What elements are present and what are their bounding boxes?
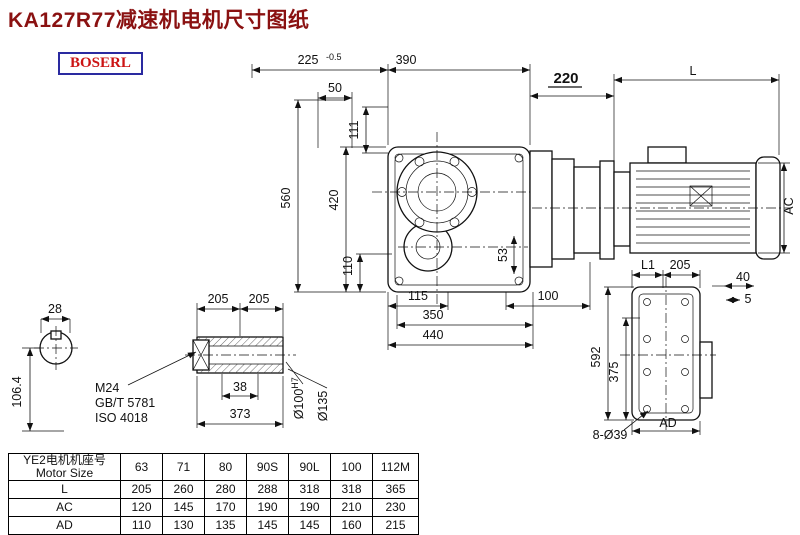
col-header: 71 bbox=[162, 452, 205, 482]
table-header-row: YE2电机机座号 Motor Size 63 71 80 90S 90L 100… bbox=[8, 452, 419, 482]
cell: 170 bbox=[204, 498, 247, 518]
dim-111-label: 111 bbox=[347, 120, 361, 139]
thread-spec-m24: M24 bbox=[95, 381, 119, 395]
dim-205b-label: 205 bbox=[249, 292, 270, 306]
cell: 130 bbox=[162, 516, 205, 535]
col-header: 100 bbox=[330, 452, 373, 482]
cell: 318 bbox=[330, 480, 373, 500]
motor-side-view bbox=[529, 146, 792, 268]
hollow-shaft-detail bbox=[185, 336, 296, 374]
dim-420-label: 420 bbox=[327, 190, 341, 211]
table-row: AD 110 130 135 145 145 160 215 bbox=[8, 516, 419, 535]
dim-205c-label: 205 bbox=[670, 258, 691, 272]
col-header: 63 bbox=[120, 452, 163, 482]
col-header: 90S bbox=[246, 452, 289, 482]
cell: 190 bbox=[288, 498, 331, 518]
col-header: 90L bbox=[288, 452, 331, 482]
dim-135-label: Ø135 bbox=[316, 391, 330, 422]
cell: 205 bbox=[120, 480, 163, 500]
dim-106-4-label: 106.4 bbox=[10, 376, 24, 407]
row-label: L bbox=[8, 480, 121, 500]
dim-AC-label: AC bbox=[782, 197, 796, 214]
dim-390-label: 390 bbox=[396, 53, 417, 67]
cell: 135 bbox=[204, 516, 247, 535]
cell: 110 bbox=[120, 516, 163, 535]
dim-5-label: 5 bbox=[745, 292, 752, 306]
dim-50-label: 50 bbox=[328, 81, 342, 95]
cell: 145 bbox=[246, 516, 289, 535]
table-row: L 205 260 280 288 318 318 365 bbox=[8, 480, 419, 500]
dim-350-label: 350 bbox=[423, 308, 444, 322]
cell: 280 bbox=[204, 480, 247, 500]
dim-560-label: 560 bbox=[279, 188, 293, 209]
dimension-lines bbox=[22, 64, 790, 435]
dim-592-label: 592 bbox=[589, 347, 603, 368]
dim-L1-label: L1 bbox=[641, 258, 655, 272]
dim-440-label: 440 bbox=[423, 328, 444, 342]
dim-225-tolerance: -0.5 bbox=[326, 52, 342, 62]
motor-size-table: YE2电机机座号 Motor Size 63 71 80 90S 90L 100… bbox=[8, 452, 419, 535]
dim-205a-label: 205 bbox=[208, 292, 229, 306]
dim-40-label: 40 bbox=[736, 270, 750, 284]
dim-L-label: L bbox=[690, 64, 697, 78]
cell: 260 bbox=[162, 480, 205, 500]
dim-375-label: 375 bbox=[607, 362, 621, 383]
cell: 160 bbox=[330, 516, 373, 535]
dim-8-holes-label: 8-Ø39 bbox=[593, 428, 628, 442]
cell: 145 bbox=[162, 498, 205, 518]
dim-AD-label: AD bbox=[659, 416, 676, 430]
dim-225-label: 225 bbox=[298, 53, 319, 67]
dim-28-label: 28 bbox=[48, 302, 62, 316]
col-header: 80 bbox=[204, 452, 247, 482]
row-label: AD bbox=[8, 516, 121, 535]
cell: 230 bbox=[372, 498, 419, 518]
standard-gbt5781: GB/T 5781 bbox=[95, 396, 155, 410]
dim-38-label: 38 bbox=[233, 380, 247, 394]
cell: 215 bbox=[372, 516, 419, 535]
cell: 365 bbox=[372, 480, 419, 500]
gearbox-front-view bbox=[372, 132, 546, 307]
table-header-cn: YE2电机机座号 bbox=[23, 453, 106, 467]
table-row: AC 120 145 170 190 190 210 230 bbox=[8, 498, 419, 518]
row-label: AC bbox=[8, 498, 121, 518]
dim-373-label: 373 bbox=[230, 407, 251, 421]
dim-110-label: 110 bbox=[341, 256, 355, 276]
dim-100-label: 100 bbox=[538, 289, 559, 303]
dimension-labels: 225 -0.5 390 50 111 220 L 560 420 110 AC… bbox=[10, 52, 796, 442]
dim-bore-100h7-sup: H7 bbox=[290, 377, 300, 389]
cell: 145 bbox=[288, 516, 331, 535]
dim-115-label: 115 bbox=[408, 289, 428, 303]
table-header-en: Motor Size bbox=[35, 466, 94, 481]
dim-bore-100h7-label: Ø100 bbox=[292, 389, 306, 420]
cell: 288 bbox=[246, 480, 289, 500]
dim-220-label: 220 bbox=[553, 70, 578, 87]
page-title: KA127R77减速机电机尺寸图纸 bbox=[8, 9, 310, 32]
brand-logo: BOSERL bbox=[58, 52, 143, 75]
cell: 120 bbox=[120, 498, 163, 518]
cell: 318 bbox=[288, 480, 331, 500]
shaft-end-view bbox=[34, 326, 78, 370]
dim-53-label: 53 bbox=[496, 248, 510, 262]
col-header: 112M bbox=[372, 452, 419, 482]
cell: 190 bbox=[246, 498, 289, 518]
motor-end-view bbox=[620, 277, 716, 430]
table-header-motor-size: YE2电机机座号 Motor Size bbox=[8, 452, 121, 482]
cell: 210 bbox=[330, 498, 373, 518]
standard-iso4018: ISO 4018 bbox=[95, 411, 148, 425]
